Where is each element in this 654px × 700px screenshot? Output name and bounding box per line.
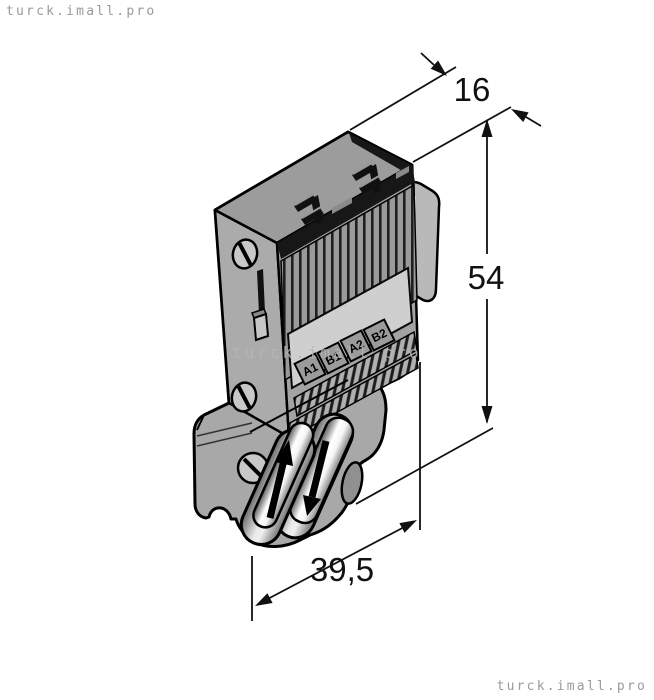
watermark-bottom-right: turck.imall.pro <box>496 679 647 694</box>
back-top-rim <box>349 133 413 177</box>
dimension-width: 39,5 <box>251 362 421 621</box>
dimension-height: 54 <box>355 119 505 505</box>
side-slot <box>257 269 265 314</box>
rim-step-right <box>396 166 409 179</box>
screw-middle <box>230 381 258 413</box>
base-corner-bump <box>340 461 364 505</box>
dimension-depth-value: 16 <box>454 71 491 108</box>
terminal-label-a2: A2 <box>339 329 373 363</box>
dimension-arrow-icon <box>255 593 273 606</box>
cable-arrow-down-icon <box>303 440 330 516</box>
terminal-label-a1: A1 <box>293 352 327 386</box>
base-step-edge <box>196 402 230 431</box>
dimension-arrow-icon <box>399 520 417 533</box>
striped-band-upper <box>293 330 418 418</box>
dimension-height-value: 54 <box>468 259 505 296</box>
terminal-label-panel <box>286 266 414 390</box>
base-groove-2 <box>196 432 253 447</box>
latch-clip-left <box>294 193 324 225</box>
base-groove-1 <box>196 422 253 437</box>
dimension-arrow-icon <box>430 60 447 76</box>
base-top-edge <box>249 379 349 433</box>
dimension-depth: 16 <box>349 52 542 163</box>
slider-knob <box>252 312 270 342</box>
dimension-width-value: 39,5 <box>310 551 374 588</box>
cable-arrow-up-icon <box>266 440 293 519</box>
screw-top <box>231 238 259 270</box>
watermark-center: turck.imall.pro <box>232 343 422 362</box>
dimension-arrow-icon <box>511 109 529 122</box>
watermark-top-left: turck.imall.pro <box>6 4 157 19</box>
svg-text:A1: A1 <box>300 360 320 380</box>
rim-step-left <box>332 197 352 214</box>
terminal-label-b2: B2 <box>362 318 396 352</box>
dimension-arrow-icon <box>481 119 493 137</box>
svg-text:B1: B1 <box>323 349 343 369</box>
terminal-label-b1: B1 <box>316 341 350 375</box>
svg-text:B2: B2 <box>369 326 389 346</box>
latch-clip-right <box>352 162 382 194</box>
svg-text:A2: A2 <box>346 337 366 357</box>
dimension-arrow-icon <box>481 406 493 424</box>
